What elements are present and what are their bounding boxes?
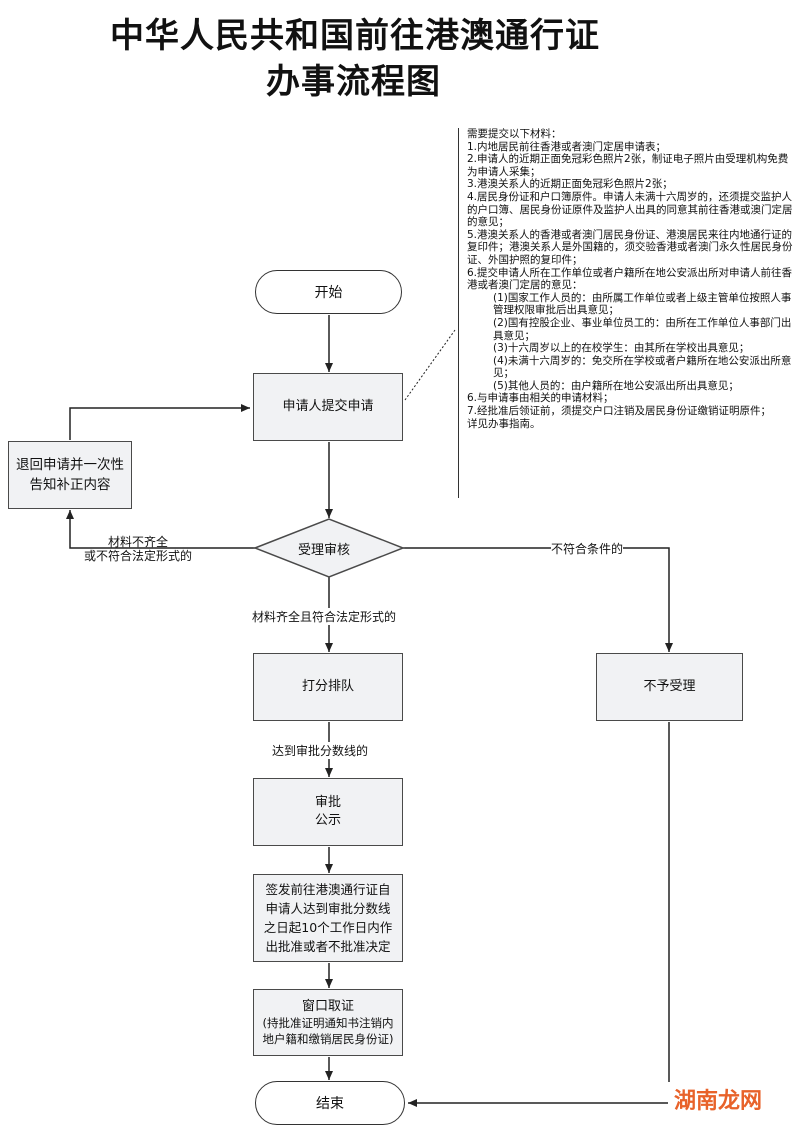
edge-not-qualified: 不符合条件的 bbox=[551, 540, 624, 557]
pickup-label-line1: 窗口取证 bbox=[301, 998, 354, 1014]
return-notify-box: 退回申请并一次性告知补正内容 bbox=[8, 441, 132, 509]
page-title-line2: 办事流程图 bbox=[266, 62, 441, 102]
pickup-label-line2: (持批准证明通知书注销内地户籍和缴销居民身份证) bbox=[262, 1015, 394, 1046]
start-label: 开始 bbox=[314, 285, 343, 301]
end-node: 结束 bbox=[255, 1081, 405, 1125]
materials-note: 需要提交以下材料： 1.内地居民前往香港或者澳门定居申请表； 2.申请人的近期正… bbox=[458, 128, 793, 498]
note-item: 4.居民身份证和户口簿原件。申请人未满十六周岁的，还须提交监护人的户口簿、居民身… bbox=[467, 190, 793, 229]
end-label: 结束 bbox=[316, 1096, 344, 1112]
note-item: 1.内地居民前往香港或者澳门定居申请表； bbox=[467, 140, 667, 153]
page-title-line1: 中华人民共和国前往港澳通行证 bbox=[110, 16, 600, 56]
note-subitem: (5)其他人员的：由户籍所在地公安派出所出具意见； bbox=[493, 379, 739, 392]
review-diamond-shape bbox=[252, 518, 406, 578]
note-subitem: (2)国有控股企业、事业单位员工的：由所在工作单位人事部门出具意见； bbox=[493, 316, 792, 342]
watermark-logo: 湖南龙网 bbox=[668, 1082, 768, 1116]
note-item: 6.与申请事由相关的申请材料； bbox=[467, 392, 614, 405]
note-connector bbox=[404, 329, 456, 401]
reject-label: 不予受理 bbox=[643, 679, 696, 694]
edge-incomplete-line2: 或不符合法定形式的 bbox=[84, 549, 193, 563]
approval-box: 审批 公示 bbox=[253, 778, 403, 846]
submit-label: 申请人提交申请 bbox=[282, 399, 374, 414]
note-item: 2.申请人的近期正面免冠彩色照片2张，制证电子照片由受理机构免费为申请人采集； bbox=[467, 153, 789, 178]
note-subitem: (3)十六周岁以上的在校学生：由其所在学校出具意见； bbox=[493, 342, 750, 355]
return-notify-label: 退回申请并一次性告知补正内容 bbox=[16, 457, 124, 493]
approval-label-line2: 公示 bbox=[314, 813, 341, 828]
note-item: 6.提交申请人所在工作单位或者户籍所在地公安派出所对申请人前往香港或者澳门定居的… bbox=[467, 266, 793, 292]
start-node: 开始 bbox=[255, 270, 402, 314]
submit-application-box: 申请人提交申请 bbox=[253, 373, 403, 441]
review-label: 受理审核 bbox=[298, 543, 351, 558]
approval-label-line1: 审批 bbox=[314, 795, 341, 810]
note-subitem: (4)未满十六周岁的：免交所在学校或者户籍所在地公安派出所意见； bbox=[493, 354, 792, 380]
note-item: 3.港澳关系人的近期正面免冠彩色照片2张； bbox=[467, 178, 673, 191]
queue-label: 打分排队 bbox=[301, 679, 354, 694]
edge-reach-line: 达到审批分数线的 bbox=[272, 742, 369, 759]
issue-permit-label: 签发前往港澳通行证自申请人达到审批分数线之日起10个工作日内作出批准或者不批准决… bbox=[263, 882, 393, 954]
note-item: 5.港澳关系人的香港或者澳门居民身份证、港澳居民来往内地通行证的复印件；港澳关系… bbox=[467, 228, 793, 266]
arrow-return-submit bbox=[69, 404, 250, 440]
arrow-review-return bbox=[66, 510, 255, 549]
note-subitem: (1)国家工作人员的：由所属工作单位或者上级主管单位按照人事管理权限审批后出具意… bbox=[493, 291, 792, 317]
queue-box: 打分排队 bbox=[253, 653, 403, 721]
edge-complete: 材料齐全且符合法定形式的 bbox=[252, 608, 397, 625]
note-heading: 需要提交以下材料： bbox=[467, 128, 562, 140]
reject-box: 不予受理 bbox=[596, 653, 743, 721]
edge-incomplete-line1: 材料不齐全 bbox=[108, 535, 169, 549]
pickup-box: 窗口取证 (持批准证明通知书注销内地户籍和缴销居民身份证) bbox=[253, 989, 403, 1056]
note-item: 详见办事指南。 bbox=[467, 417, 541, 430]
edge-incomplete: 材料不齐全 或不符合法定形式的 bbox=[84, 535, 192, 563]
arrow-review-reject bbox=[403, 547, 673, 652]
note-item: 7.经批准后领证前，须提交户口注销及居民身份证缴销证明原件； bbox=[467, 405, 772, 418]
arrow-reject-end bbox=[408, 722, 670, 1107]
issue-permit-box: 签发前往港澳通行证自申请人达到审批分数线之日起10个工作日内作出批准或者不批准决… bbox=[253, 874, 403, 962]
